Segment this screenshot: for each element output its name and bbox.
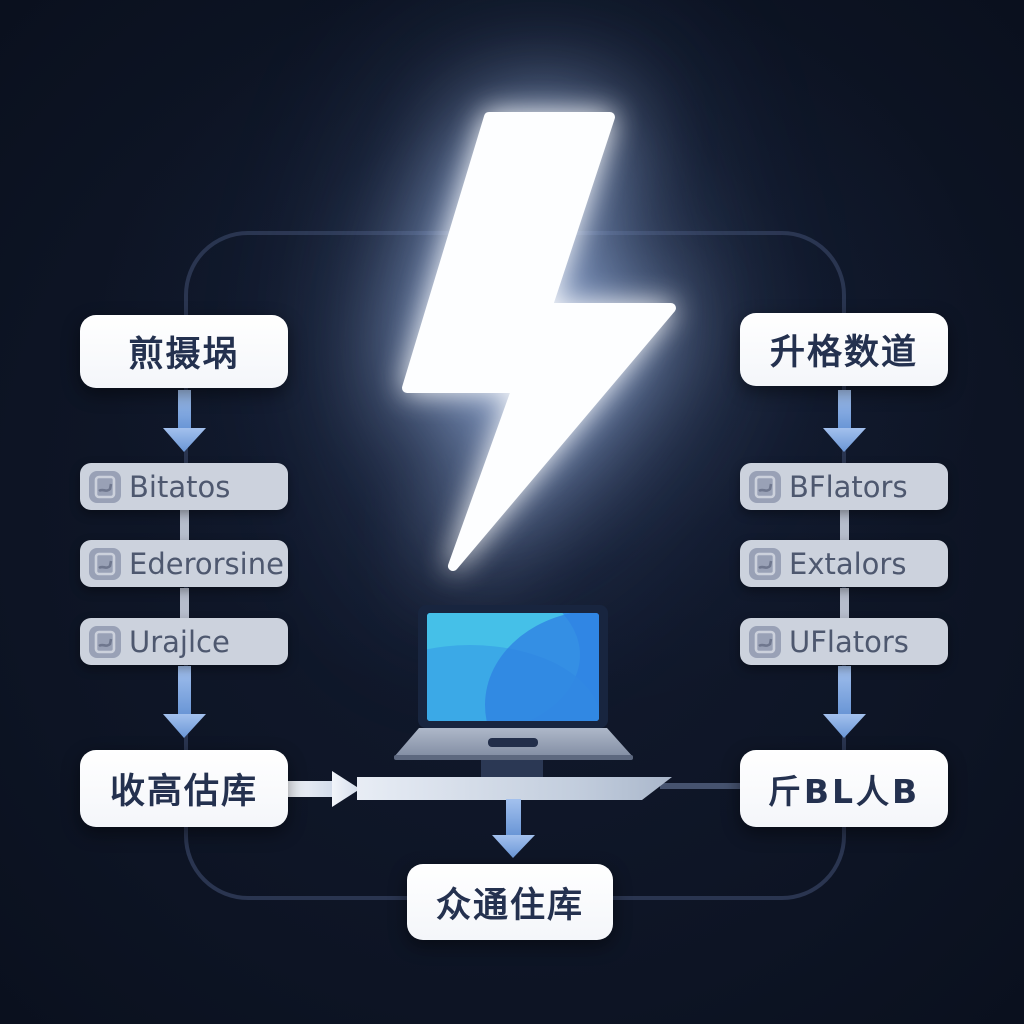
left-top-node-label: 煎摄埚: [128, 335, 240, 375]
left-bottom-node-label: 收高估库: [109, 772, 258, 812]
document-icon: [749, 547, 781, 580]
right-connector-2: [840, 588, 849, 618]
bottom-left-arrow-shaft: [288, 781, 332, 797]
right-top-node-label: 升格数道: [769, 333, 918, 373]
left-arrow-bottom-shaft: [178, 666, 191, 714]
laptop-icon: [394, 605, 633, 780]
left-arrow-bottom-head: [163, 714, 206, 738]
left-bottom-node: 收高估库: [80, 750, 288, 827]
left-list-item-3: Urajlce: [80, 618, 288, 665]
left-top-node: 煎摄埚: [80, 315, 288, 388]
right-list-item-2: Extalors: [740, 540, 948, 587]
right-list-item-2-label: Extalors: [789, 546, 907, 581]
left-list-item-1-label: Bitatos: [129, 469, 231, 504]
left-list-item-1: Bitatos: [80, 463, 288, 510]
bottom-right-link-line: [660, 783, 742, 789]
bottom-center-node: 众通住库: [407, 864, 613, 940]
right-arrow-bottom-head: [823, 714, 866, 738]
right-list-item-3-label: UFlators: [789, 624, 909, 659]
document-icon: [89, 547, 121, 580]
left-connector-2: [180, 588, 189, 618]
center-bus-bar: [357, 777, 672, 800]
right-list-item-1: BFlators: [740, 463, 948, 510]
left-connector-1: [180, 510, 189, 540]
document-icon: [89, 470, 121, 503]
right-top-node: 升格数道: [740, 313, 948, 386]
right-arrow-top-shaft: [838, 390, 851, 428]
bottom-center-node-label: 众通住库: [435, 885, 584, 926]
bottom-left-arrow-head: [332, 771, 360, 807]
center-down-arrow-head: [492, 835, 535, 858]
document-icon: [89, 625, 121, 658]
right-bottom-node: 斤BL人B: [740, 750, 948, 827]
left-list-item-2-label: Ederorsine: [129, 546, 284, 581]
center-down-arrow-shaft: [506, 799, 521, 835]
right-connector-1: [840, 510, 849, 540]
right-list-item-3: UFlators: [740, 618, 948, 665]
right-arrow-bottom-shaft: [838, 666, 851, 714]
left-list-item-3-label: Urajlce: [129, 624, 230, 659]
right-arrow-top-head: [823, 428, 866, 452]
left-arrow-top-shaft: [178, 390, 191, 428]
left-list-item-2: Ederorsine: [80, 540, 288, 587]
document-icon: [749, 625, 781, 658]
lightning-bolt-icon: [402, 112, 676, 571]
right-list-item-1-label: BFlators: [789, 469, 908, 504]
right-bottom-node-label: 斤BL人B: [767, 771, 921, 811]
left-arrow-top-head: [163, 428, 206, 452]
document-icon: [749, 470, 781, 503]
